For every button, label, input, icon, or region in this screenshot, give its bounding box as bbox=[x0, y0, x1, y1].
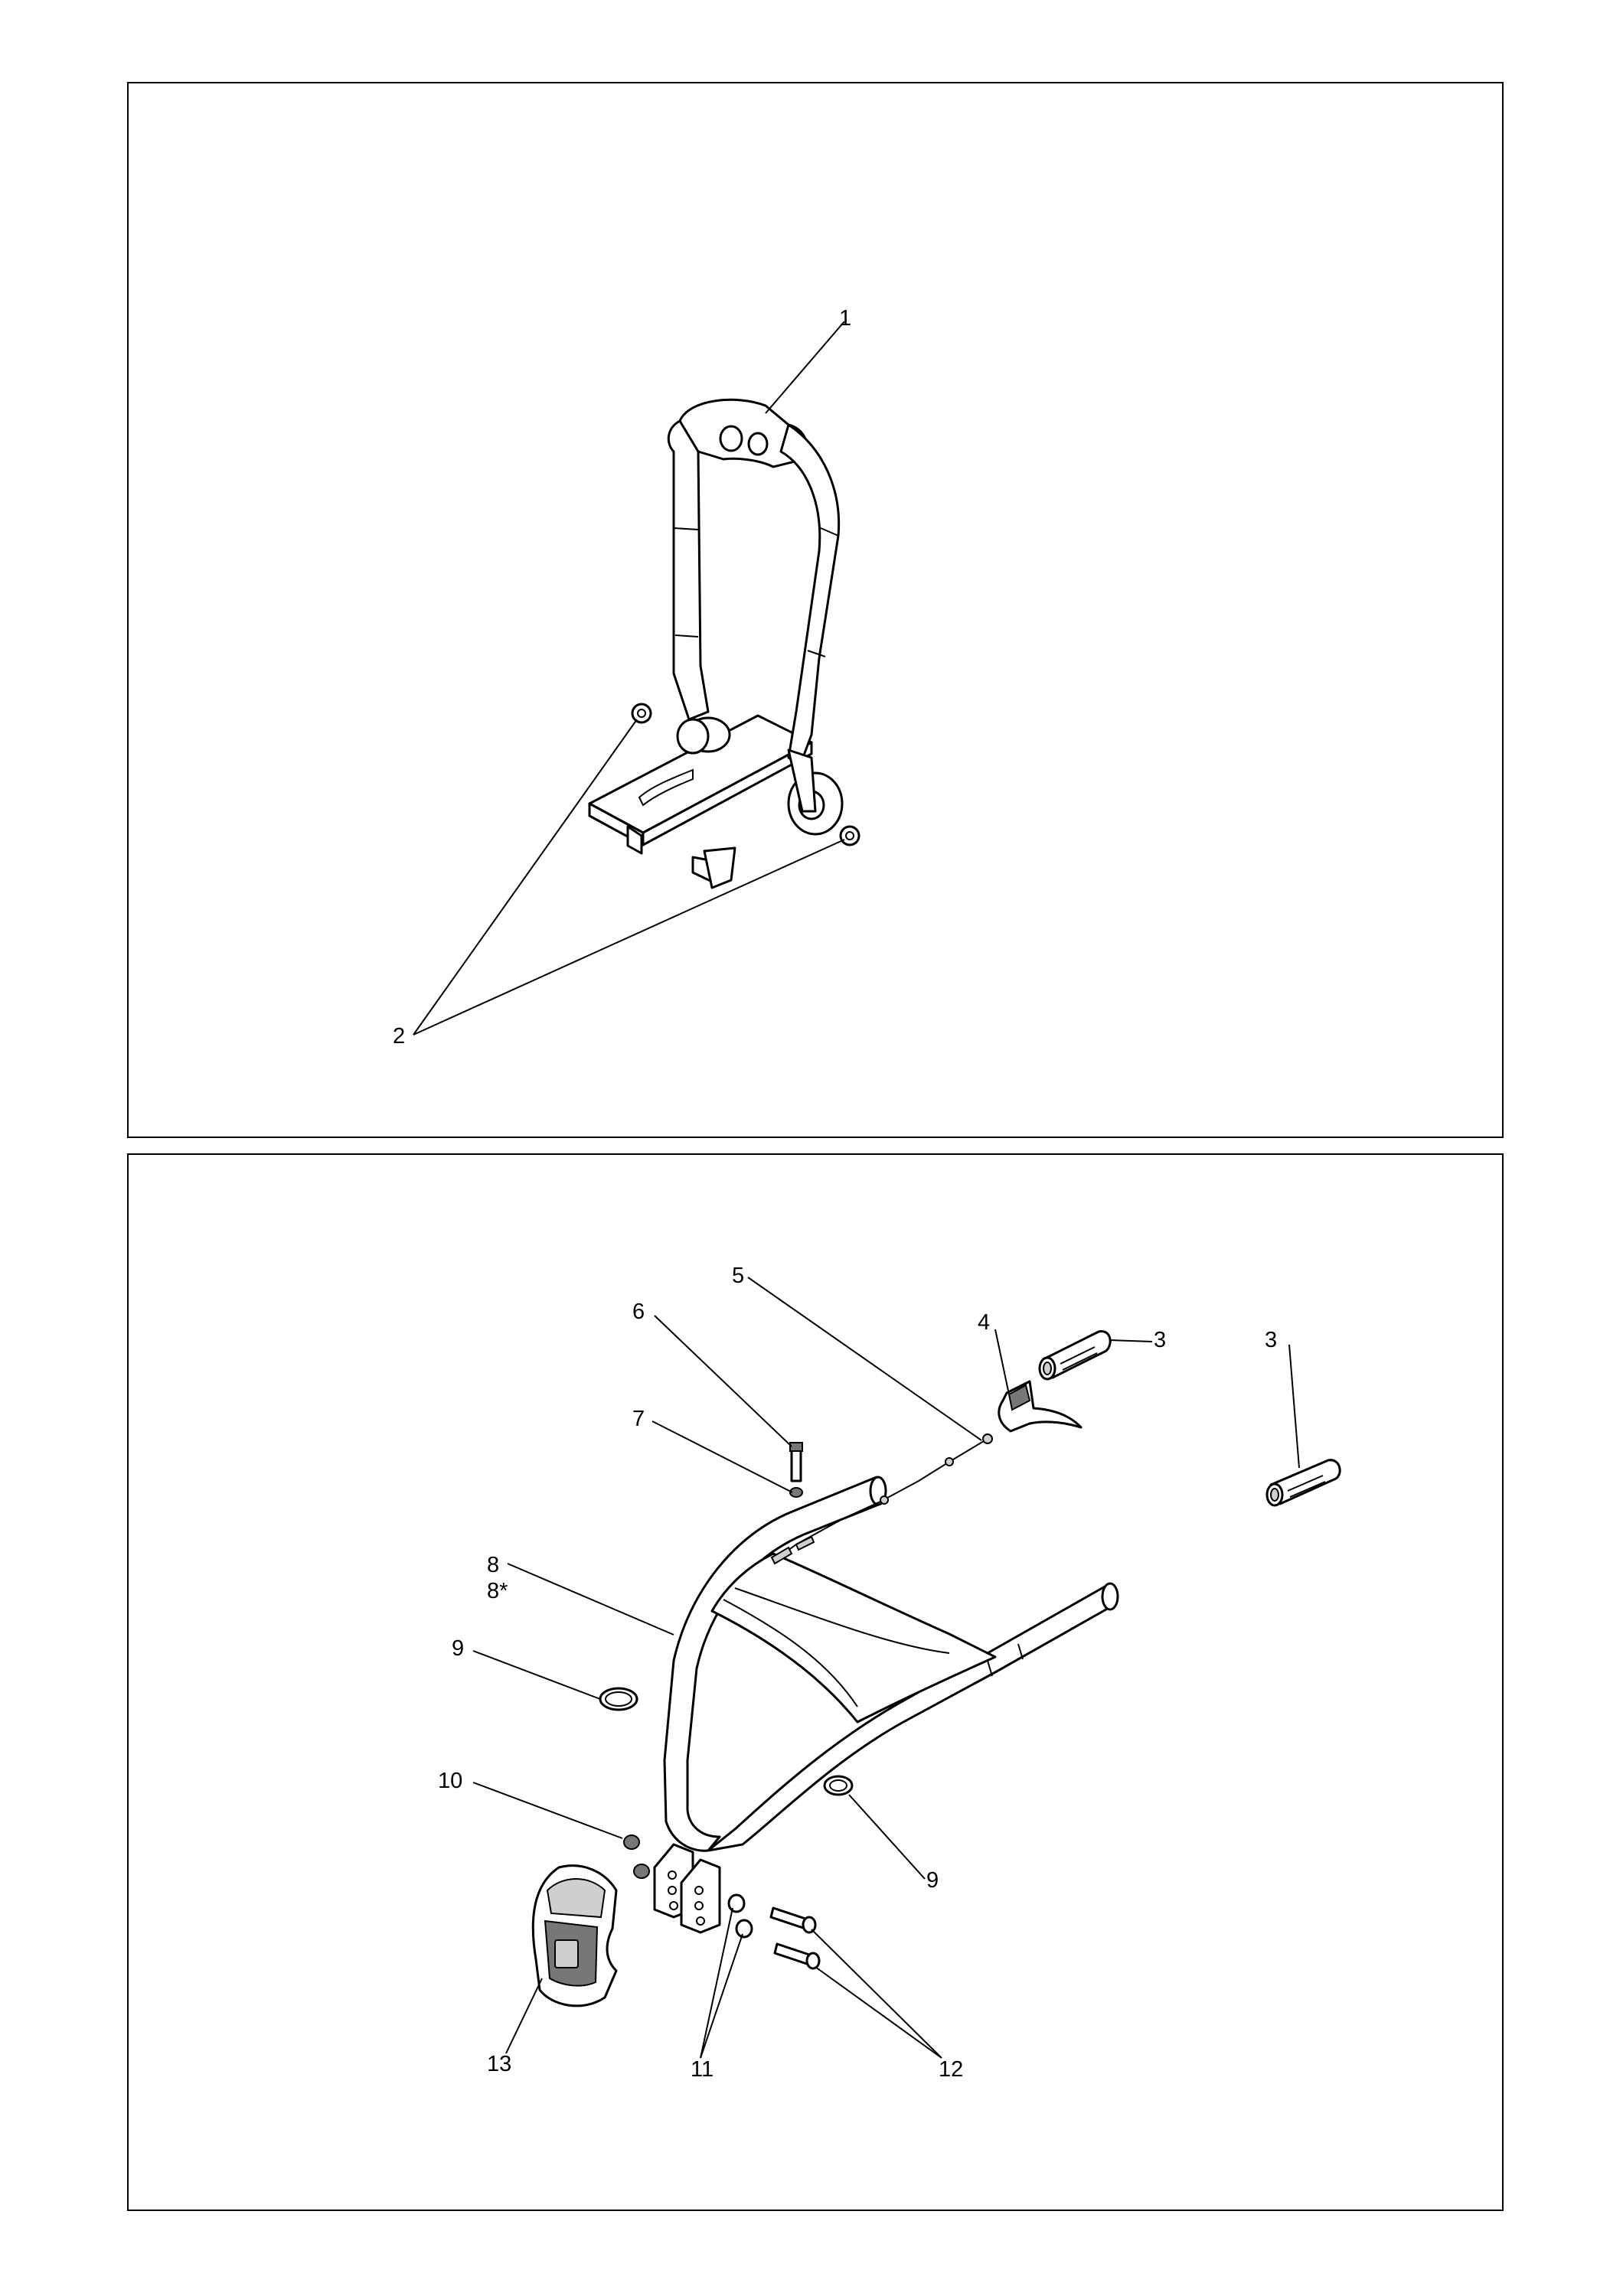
handle-frame-assembly bbox=[588, 398, 860, 889]
handlebar-panel bbox=[710, 1552, 997, 1724]
callout-3-upper: 3 bbox=[1154, 1328, 1166, 1352]
callout-2: 2 bbox=[393, 1024, 405, 1049]
callout-4: 4 bbox=[978, 1310, 990, 1335]
callout-9-left: 9 bbox=[452, 1636, 464, 1661]
washer-right bbox=[839, 825, 860, 846]
callout-6: 6 bbox=[632, 1300, 645, 1324]
hex-nut-lower bbox=[633, 1864, 650, 1879]
callout-1: 1 bbox=[839, 306, 851, 331]
handlebar-assembly bbox=[531, 1330, 1341, 2007]
nut bbox=[789, 1487, 803, 1498]
bottom-diagram-panel bbox=[127, 1153, 1504, 2211]
callout-10: 10 bbox=[438, 1769, 462, 1793]
callout-3-right: 3 bbox=[1265, 1328, 1277, 1352]
bracket-right bbox=[680, 1858, 721, 1934]
washer-lower bbox=[735, 1919, 753, 1939]
callout-9-right: 9 bbox=[926, 1868, 939, 1893]
callout-5: 5 bbox=[732, 1264, 744, 1288]
washer-left bbox=[631, 703, 652, 724]
callout-13: 13 bbox=[487, 2052, 511, 2076]
frame-left-tube bbox=[667, 418, 710, 721]
hex-nut-upper bbox=[623, 1835, 640, 1850]
clip-right bbox=[823, 1775, 854, 1796]
callout-11: 11 bbox=[691, 2057, 714, 2082]
callout-7: 7 bbox=[632, 1407, 645, 1431]
callout-8: 8 bbox=[487, 1553, 499, 1577]
callout-8-star: 8* bbox=[487, 1579, 508, 1603]
washer-upper bbox=[727, 1893, 746, 1913]
handle-grip-upper bbox=[1043, 1330, 1112, 1379]
bolt bbox=[790, 1449, 802, 1482]
frame-right-tube bbox=[779, 423, 841, 767]
callout-12: 12 bbox=[939, 2057, 963, 2082]
handle-grip-lower bbox=[1269, 1459, 1341, 1505]
